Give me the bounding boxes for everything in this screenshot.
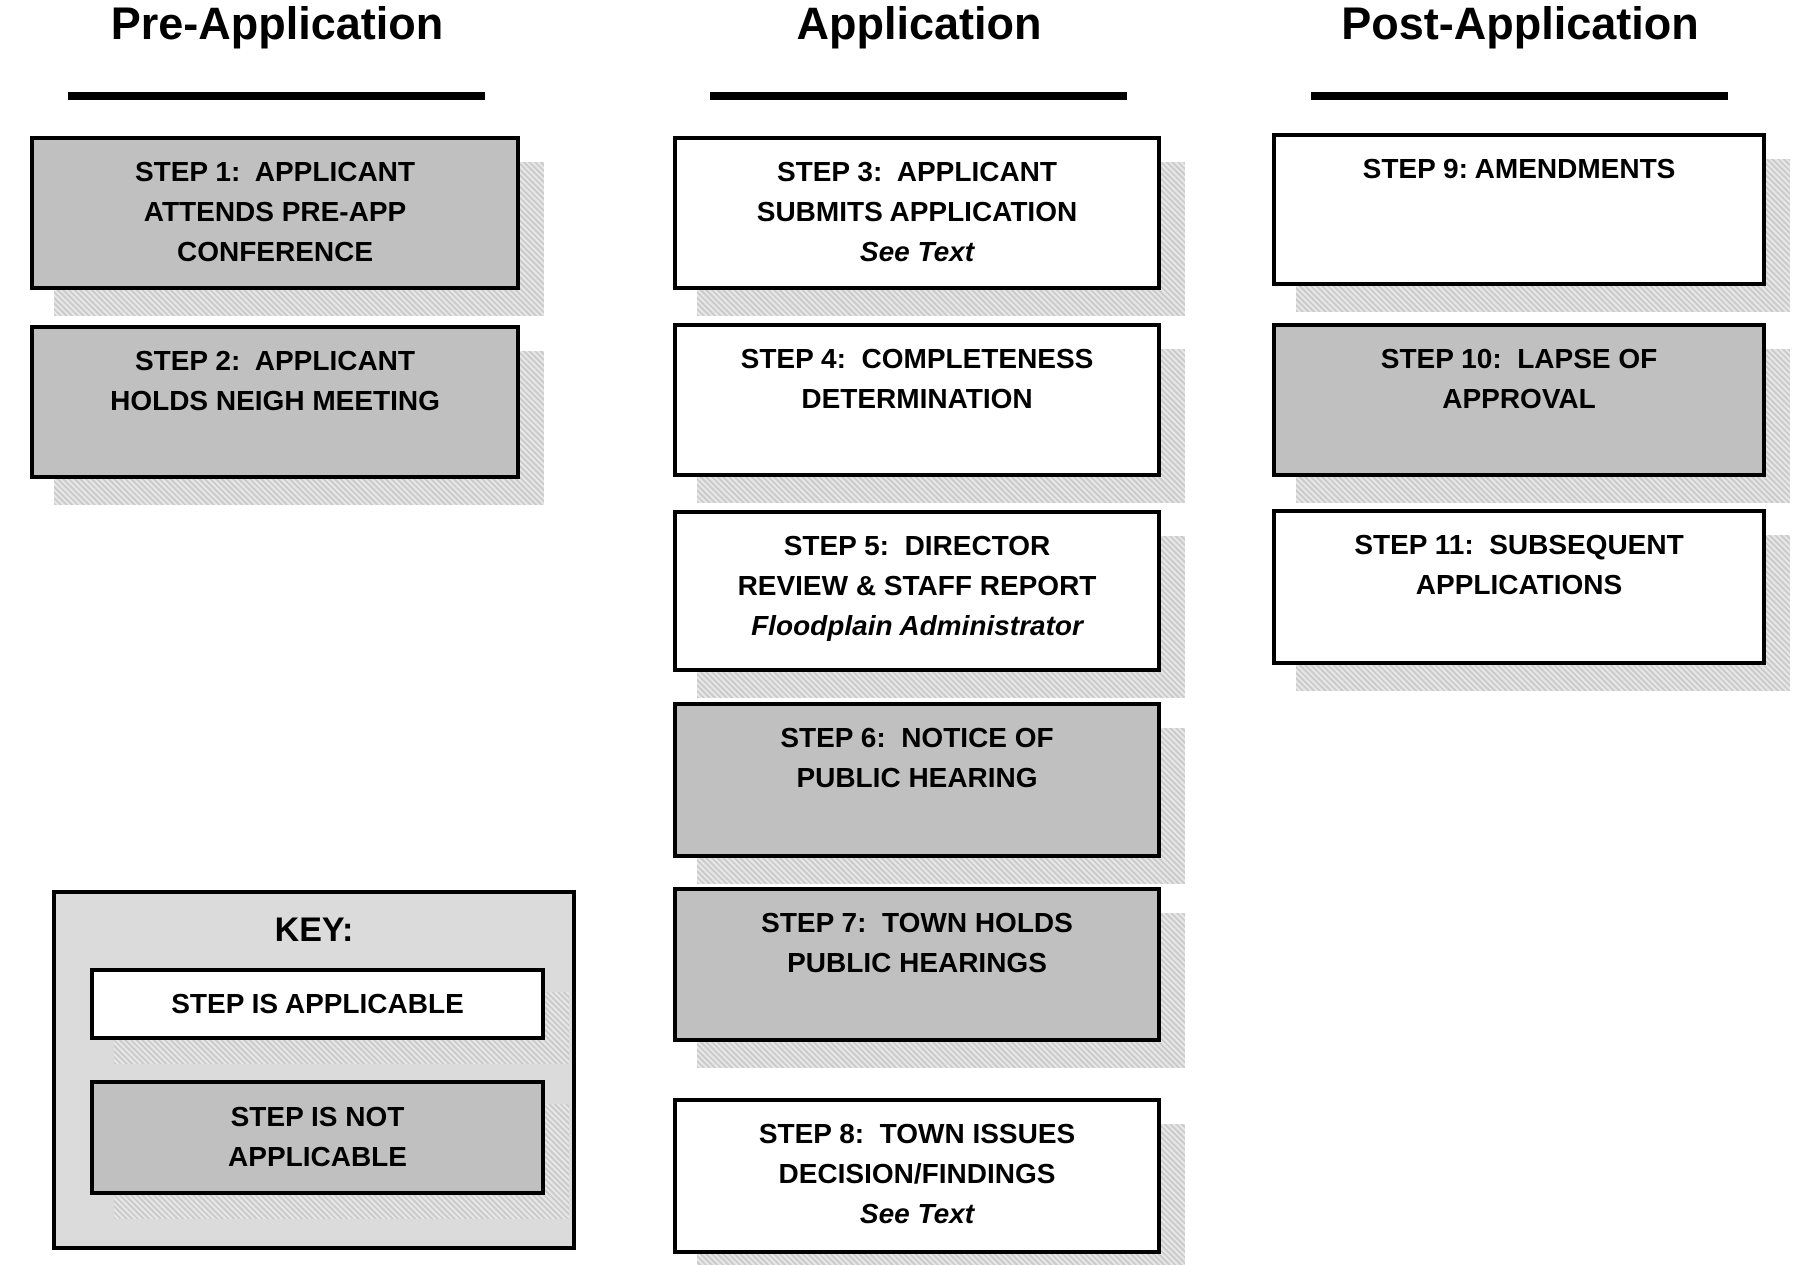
key-not-applicable-box: STEP IS NOT APPLICABLE [90, 1080, 545, 1195]
step-4-box: STEP 4: COMPLETENESS DETERMINATION [673, 323, 1161, 477]
step-note: See Text [859, 1198, 975, 1229]
step-3-box: STEP 3: APPLICANT SUBMITS APPLICATION Se… [673, 136, 1161, 290]
step-9-box: STEP 9: AMENDMENTS [1272, 133, 1766, 286]
heading-underline-pre-application [68, 92, 485, 100]
key-applicable-box: STEP IS APPLICABLE [90, 968, 545, 1040]
step-note: See Text [859, 236, 975, 267]
step-text: STEP 6: NOTICE OF [780, 722, 1054, 753]
step-text: SUBMITS APPLICATION [756, 196, 1078, 227]
step-text: DECISION/FINDINGS [778, 1158, 1056, 1189]
step-text: STEP 2: APPLICANT [134, 345, 416, 376]
column-heading-post-application: Post-Application [1341, 0, 1699, 49]
step-6-box: STEP 6: NOTICE OF PUBLIC HEARING [673, 702, 1161, 858]
key-title: KEY: [274, 911, 354, 949]
step-text: REVIEW & STAFF REPORT [737, 570, 1097, 601]
step-8-box: STEP 8: TOWN ISSUES DECISION/FINDINGS Se… [673, 1098, 1161, 1254]
heading-underline-application [710, 92, 1127, 100]
step-7-box: STEP 7: TOWN HOLDS PUBLIC HEARINGS [673, 887, 1161, 1042]
step-text: PUBLIC HEARING [796, 762, 1038, 793]
step-text: APPLICATIONS [1415, 569, 1623, 600]
step-text: STEP 7: TOWN HOLDS [761, 907, 1073, 938]
column-heading-application: Application [796, 0, 1042, 49]
step-text: ATTENDS PRE-APP [143, 196, 407, 227]
key-not-applicable-label: APPLICABLE [228, 1141, 407, 1172]
step-text: HOLDS NEIGH MEETING [110, 385, 440, 416]
step-text: STEP 5: DIRECTOR [783, 530, 1051, 561]
column-heading-pre-application: Pre-Application [110, 0, 444, 49]
step-text: STEP 4: COMPLETENESS [740, 343, 1094, 374]
step-text: PUBLIC HEARINGS [787, 947, 1047, 978]
key-not-applicable-label: STEP IS NOT [230, 1101, 405, 1132]
step-text: STEP 9: AMENDMENTS [1362, 153, 1676, 184]
heading-underline-post-application [1311, 92, 1728, 100]
key-applicable-label: STEP IS APPLICABLE [171, 988, 464, 1019]
step-text: STEP 11: SUBSEQUENT [1354, 529, 1684, 560]
step-text: CONFERENCE [176, 236, 373, 267]
step-text: STEP 1: APPLICANT [134, 156, 416, 187]
step-text: STEP 3: APPLICANT [776, 156, 1058, 187]
step-text: STEP 10: LAPSE OF [1380, 343, 1658, 374]
step-note: Floodplain Administrator [751, 610, 1083, 641]
step-1-box: STEP 1: APPLICANT ATTENDS PRE-APP CONFER… [30, 136, 520, 290]
step-text: DETERMINATION [801, 383, 1033, 414]
step-5-box: STEP 5: DIRECTOR REVIEW & STAFF REPORT F… [673, 510, 1161, 672]
step-10-box: STEP 10: LAPSE OF APPROVAL [1272, 323, 1766, 477]
step-11-box: STEP 11: SUBSEQUENT APPLICATIONS [1272, 509, 1766, 665]
step-text: STEP 8: TOWN ISSUES [758, 1118, 1076, 1149]
step-2-box: STEP 2: APPLICANT HOLDS NEIGH MEETING [30, 325, 520, 479]
step-text: APPROVAL [1442, 383, 1596, 414]
